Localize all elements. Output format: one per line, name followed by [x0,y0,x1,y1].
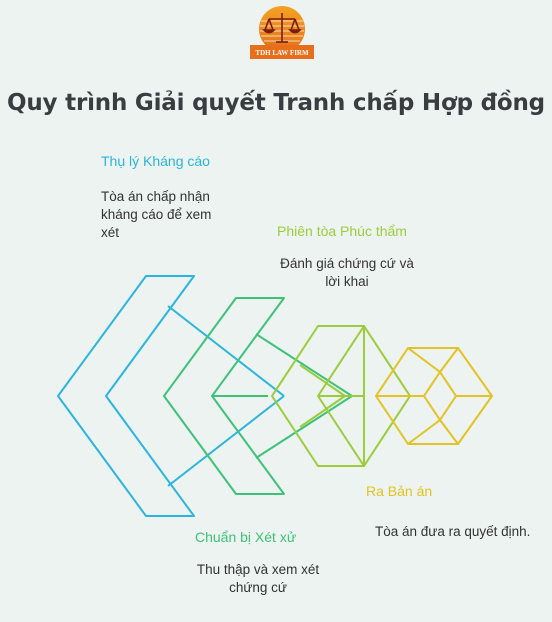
step-2-description: Thu thập và xem xét chứng cứ [196,562,320,595]
step-1-description: Tòa án chấp nhận kháng cáo để xem xét [101,189,212,240]
step-4-shape [375,347,493,445]
step-2-shape [163,297,353,495]
page-title: Quy trình Giải quyết Tranh chấp Hợp đồng [7,90,545,116]
step-4-title: Ra Bản án [366,483,433,499]
step-2-title: Chuẩn bị Xét xử [195,529,297,545]
step-4-description: Tòa án đưa ra quyết định. [375,524,531,539]
law-firm-logo: TDH LAW FIRM [249,5,315,62]
step-1-shape [57,275,285,517]
step-3-title: Phiên tòa Phúc thẩm [277,223,407,239]
step-1-title: Thụ lý Kháng cáo [101,153,210,169]
step-3-description: Đánh giá chứng cứ và lời khai [280,256,414,289]
logo-text: TDH LAW FIRM [255,49,309,57]
step-3-shape [271,325,411,467]
